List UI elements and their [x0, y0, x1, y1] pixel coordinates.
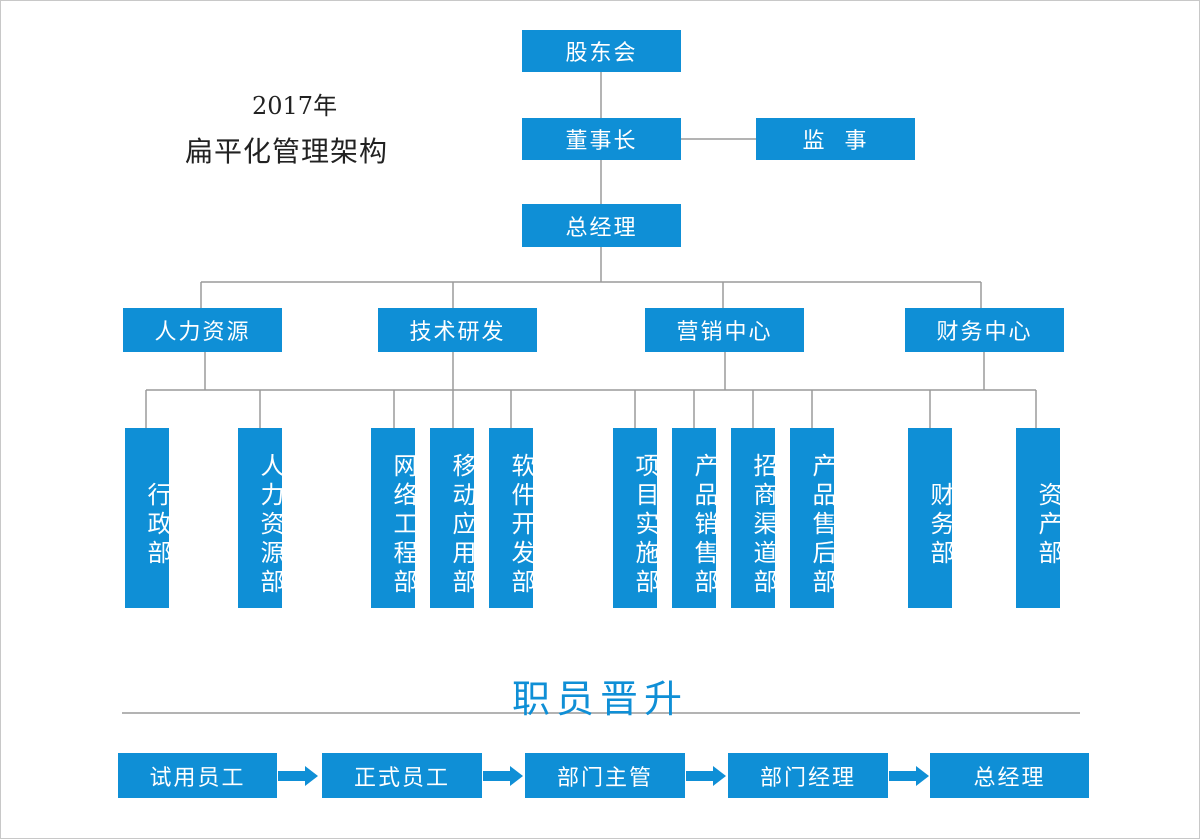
node-center-hr: 人力资源 — [123, 308, 282, 352]
node-dept: 行政部 — [125, 428, 171, 608]
node-dept: 人力资源部 — [238, 428, 284, 608]
node-general-manager: 总经理 — [522, 204, 681, 247]
node-dept: 移动应用部 — [430, 428, 476, 608]
node-center-rd: 技术研发 — [378, 308, 537, 352]
node-dept: 招商渠道部 — [731, 428, 777, 608]
chart-year: 2017年 — [252, 92, 338, 120]
promotion-step: 正式员工 — [322, 753, 482, 798]
arrow-icon — [889, 766, 929, 786]
promotion-title: 职员晋升 — [511, 677, 688, 721]
arrow-icon — [278, 766, 318, 786]
node-dept: 软件开发部 — [489, 428, 535, 608]
node-dept: 产品售后部 — [790, 428, 836, 608]
node-dept: 资产部 — [1016, 428, 1062, 608]
promotion-step: 部门主管 — [525, 753, 685, 798]
node-chairman: 董事长 — [522, 118, 681, 160]
node-dept: 财务部 — [908, 428, 954, 608]
node-shareholders: 股东会 — [522, 30, 681, 72]
node-center-finance: 财务中心 — [905, 308, 1064, 352]
node-center-marketing: 营销中心 — [645, 308, 804, 352]
promotion-step: 试用员工 — [118, 753, 277, 798]
arrow-icon — [686, 766, 726, 786]
node-supervisor: 监 事 — [756, 118, 915, 160]
chart-title: 扁平化管理架构 — [185, 135, 389, 168]
node-dept: 网络工程部 — [371, 428, 417, 608]
node-dept: 项目实施部 — [613, 428, 659, 608]
node-dept: 产品销售部 — [672, 428, 718, 608]
arrow-icon — [483, 766, 523, 786]
promotion-step: 部门经理 — [728, 753, 888, 798]
promotion-step: 总经理 — [930, 753, 1089, 798]
